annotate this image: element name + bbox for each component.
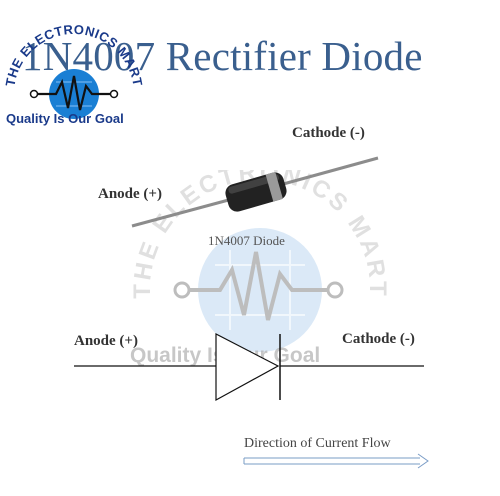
anode-lead xyxy=(131,196,237,228)
component-caption: 1N4007 Diode xyxy=(208,233,285,248)
cathode-lead xyxy=(275,156,379,188)
logo-tagline: Quality Is Our Goal xyxy=(6,111,124,126)
diode-body xyxy=(225,171,287,212)
component-anode-label: Anode (+) xyxy=(98,186,162,202)
symbol-cathode-label: Cathode (-) xyxy=(342,331,415,347)
electronics-mart-logo: THE ELECTRONICS MART xyxy=(4,22,145,119)
symbol-anode-label: Anode (+) xyxy=(74,333,138,349)
flow-arrow-icon xyxy=(243,453,429,469)
component-cathode-label: Cathode (-) xyxy=(292,125,365,141)
cathode-band xyxy=(265,171,283,202)
current-flow-label: Direction of Current Flow xyxy=(244,436,391,451)
page-title: 1N4007 Rectifier Diode xyxy=(22,33,423,79)
symbol-triangle xyxy=(215,333,280,402)
